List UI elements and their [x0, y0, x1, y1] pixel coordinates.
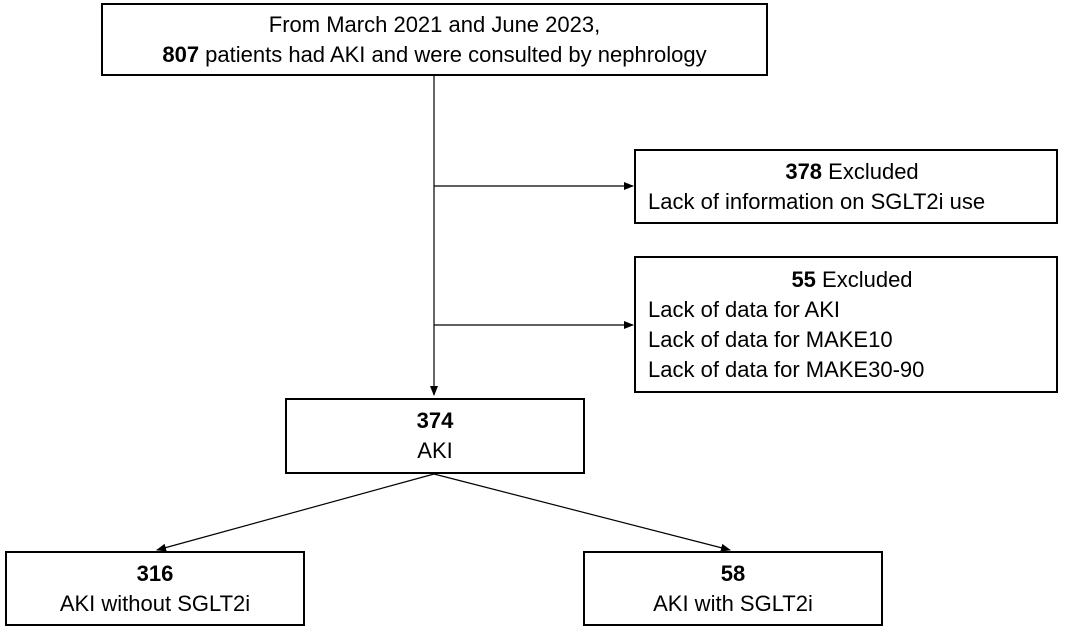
enrollment-description: patients had AKI and were consulted by n… [199, 41, 707, 67]
exclusion-2-reason: Lack of data for MAKE30-90 [648, 356, 925, 382]
split-right-arrow [433, 473, 731, 552]
exclusion-2-reason: Lack of data for AKI [648, 296, 841, 322]
exclusion-2-label: Excluded [815, 266, 913, 292]
exclusion-2-reason: Lack of data for MAKE10 [648, 326, 893, 352]
split-left-arrow [156, 473, 435, 552]
exclusion-1-reason: Lack of information on SGLT2i use [648, 188, 986, 214]
exclusion-1-label: Excluded [822, 158, 919, 184]
aki-cohort-count: 374 [416, 408, 454, 433]
enrollment-box: From March 2021 and June 2023, 807 patie… [101, 3, 768, 76]
enrollment-line-2: 807 patients had AKI and were consulted … [103, 40, 766, 70]
with-sglt2i-label: AKI with SGLT2i [653, 590, 813, 616]
without-sglt2i-box: 316 AKI without SGLT2i [5, 551, 305, 626]
exclusion-box-1: 378 Excluded Lack of information on SGLT… [634, 149, 1058, 224]
exclusion-2-count: 55 [791, 266, 816, 292]
exclusion-1-heading: 378 Excluded [648, 157, 1056, 187]
exclusion-2-heading: 55 Excluded [648, 265, 1056, 295]
without-sglt2i-count: 316 [136, 560, 174, 586]
enrollment-line-1: From March 2021 and June 2023, [268, 11, 601, 37]
with-sglt2i-count: 58 [720, 560, 746, 586]
aki-cohort-label: AKI [417, 438, 453, 463]
aki-cohort-box: 374 AKI [285, 398, 585, 474]
exclusion-1-count: 378 [785, 158, 823, 184]
without-sglt2i-label: AKI without SGLT2i [59, 590, 251, 616]
with-sglt2i-box: 58 AKI with SGLT2i [583, 551, 883, 626]
exclusion-box-2: 55 Excluded Lack of data for AKI Lack of… [634, 256, 1058, 393]
enrollment-count: 807 [162, 41, 200, 67]
